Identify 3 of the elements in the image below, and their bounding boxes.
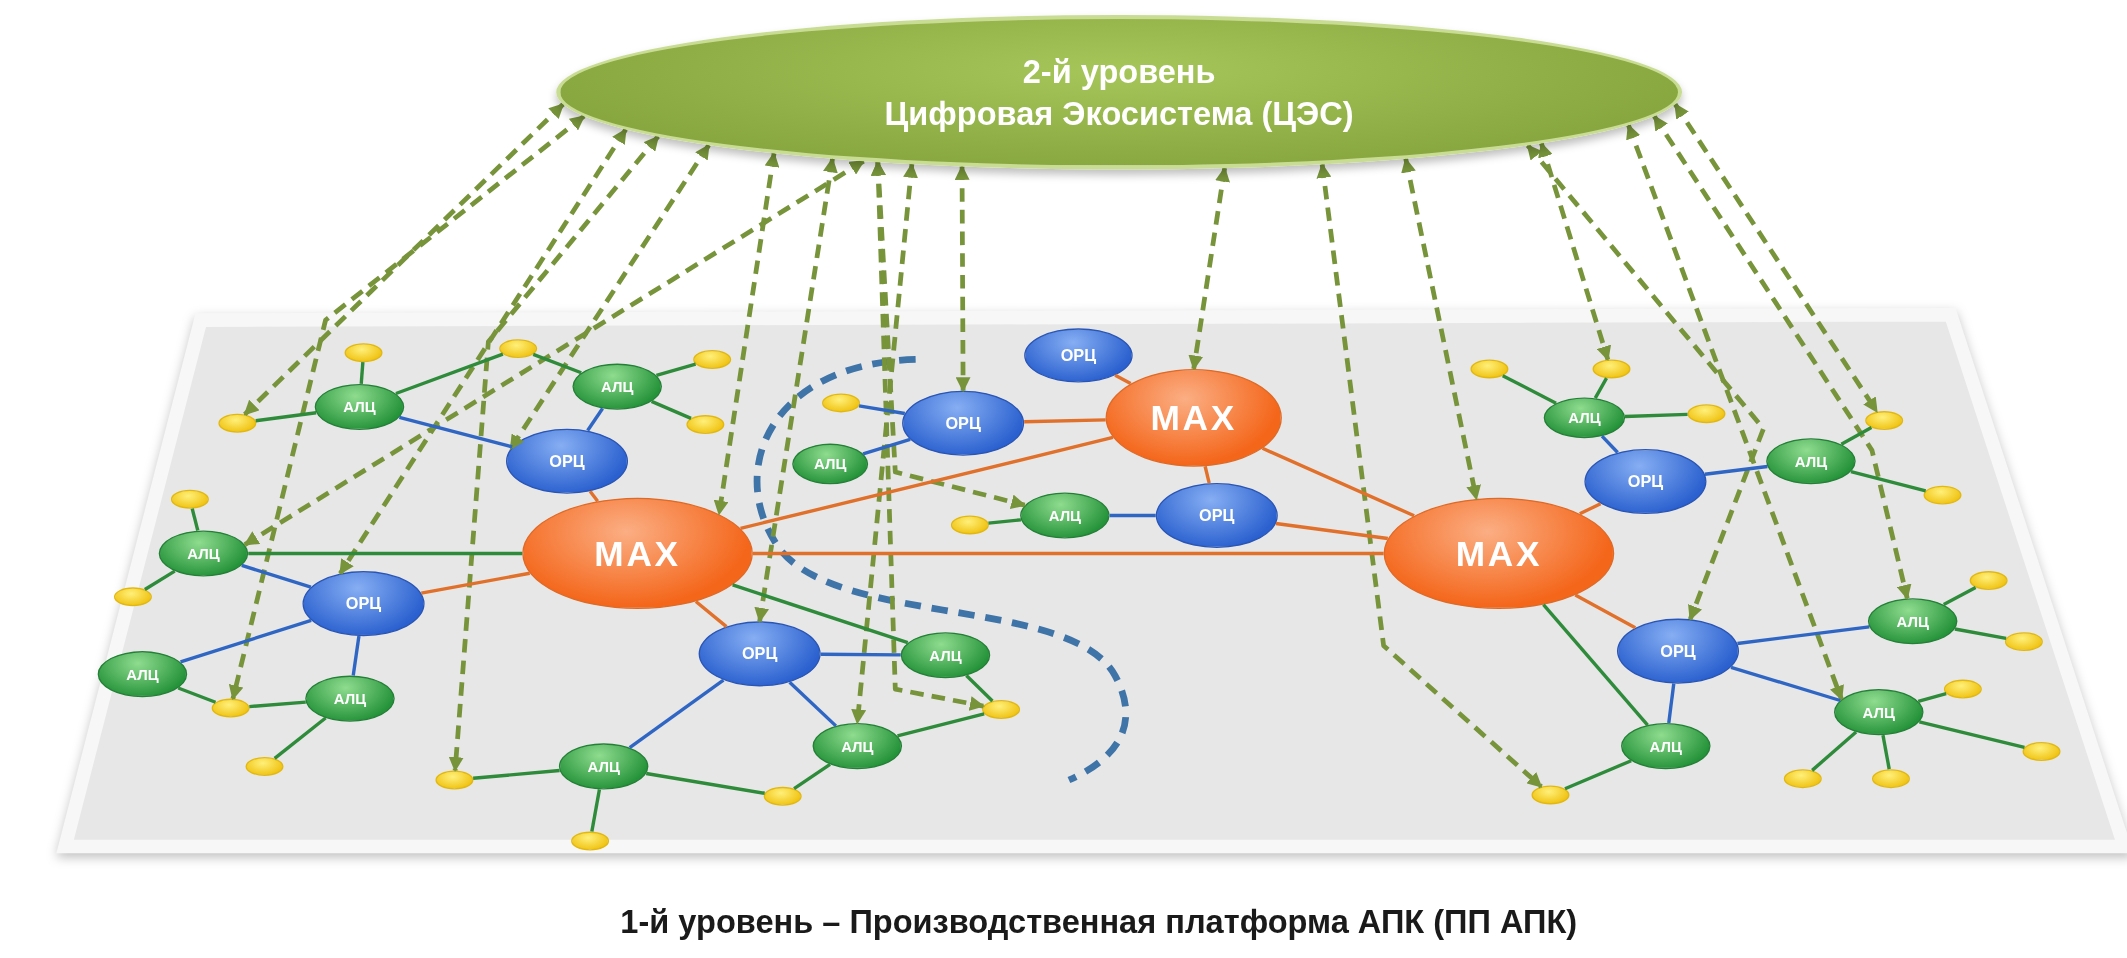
ellipse-title: Цифровая Экосистема (ЦЭС) xyxy=(884,93,1354,134)
ellipse-title: 2-й уровень xyxy=(1022,51,1216,92)
platform-caption: 1-й уровень – Производственная платформа АПК (ПП АПК) xyxy=(619,903,1579,942)
